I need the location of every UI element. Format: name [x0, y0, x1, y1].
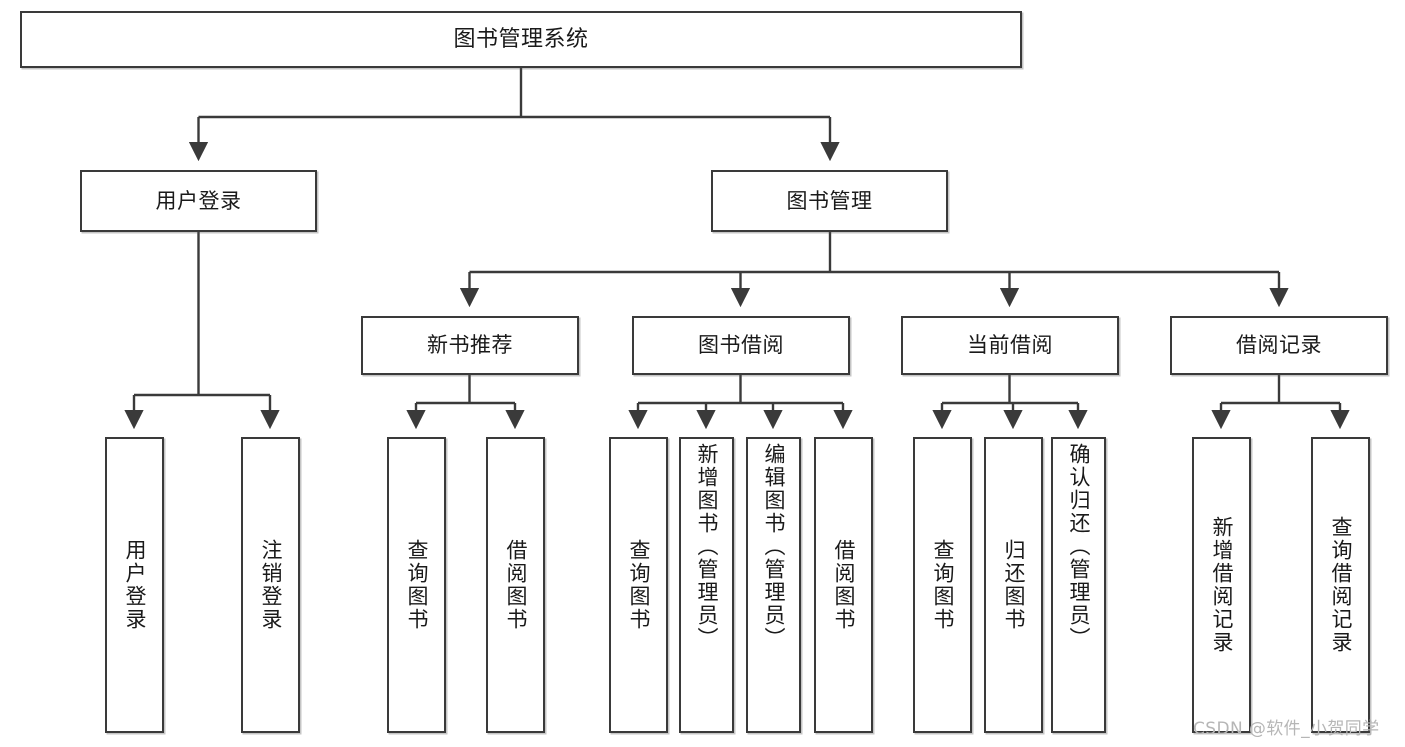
leaf-confirm-return-admin-label: 确认归还（管理员） — [1067, 443, 1091, 650]
node-new-book-recommend[interactable]: 新书推荐 — [361, 316, 579, 375]
node-borrow-records[interactable]: 借阅记录 — [1170, 316, 1388, 375]
leaf-query-book-borrow-label: 查询图书 — [627, 539, 651, 631]
node-new-book-recommend-label: 新书推荐 — [427, 333, 513, 358]
leaf-add-borrow-record-label: 新增借阅记录 — [1210, 516, 1234, 654]
leaf-edit-book-admin-label: 编辑图书（管理员） — [762, 443, 786, 650]
node-root-label: 图书管理系统 — [453, 26, 589, 52]
node-current-borrow[interactable]: 当前借阅 — [901, 316, 1119, 375]
leaf-query-book-borrow[interactable]: 查询图书 — [609, 437, 668, 733]
leaf-borrow-book[interactable]: 借阅图书 — [814, 437, 873, 733]
node-current-borrow-label: 当前借阅 — [967, 333, 1053, 358]
leaf-query-borrow-record[interactable]: 查询借阅记录 — [1311, 437, 1370, 733]
leaf-query-book-current-label: 查询图书 — [931, 539, 955, 631]
leaf-borrow-book-recommend-label: 借阅图书 — [504, 539, 528, 631]
leaf-query-book-recommend[interactable]: 查询图书 — [387, 437, 446, 733]
leaf-confirm-return-admin[interactable]: 确认归还（管理员） — [1051, 437, 1106, 733]
node-book-borrow[interactable]: 图书借阅 — [632, 316, 850, 375]
leaf-edit-book-admin[interactable]: 编辑图书（管理员） — [746, 437, 801, 733]
leaf-borrow-book-label: 借阅图书 — [832, 539, 856, 631]
node-book-management-label: 图书管理 — [786, 188, 873, 213]
node-user-login[interactable]: 用户登录 — [80, 170, 317, 232]
leaf-query-book-current[interactable]: 查询图书 — [913, 437, 972, 733]
leaf-query-borrow-record-label: 查询借阅记录 — [1329, 516, 1353, 654]
node-book-borrow-label: 图书借阅 — [698, 333, 784, 358]
watermark: CSDN @软件_小贺同学 — [1193, 719, 1380, 739]
leaf-logout-label: 注销登录 — [259, 539, 283, 631]
leaf-add-book-admin-label: 新增图书（管理员） — [695, 443, 719, 650]
leaf-user-login-label: 用户登录 — [123, 539, 147, 631]
node-root[interactable]: 图书管理系统 — [20, 11, 1022, 68]
leaf-add-book-admin[interactable]: 新增图书（管理员） — [679, 437, 734, 733]
leaf-query-book-recommend-label: 查询图书 — [405, 539, 429, 631]
leaf-borrow-book-recommend[interactable]: 借阅图书 — [486, 437, 545, 733]
node-borrow-records-label: 借阅记录 — [1236, 333, 1322, 358]
leaf-return-book-label: 归还图书 — [1002, 539, 1026, 631]
node-book-management[interactable]: 图书管理 — [711, 170, 948, 232]
leaf-return-book[interactable]: 归还图书 — [984, 437, 1043, 733]
leaf-add-borrow-record[interactable]: 新增借阅记录 — [1192, 437, 1251, 733]
node-user-login-label: 用户登录 — [155, 188, 242, 213]
leaf-logout[interactable]: 注销登录 — [241, 437, 300, 733]
leaf-user-login[interactable]: 用户登录 — [105, 437, 164, 733]
